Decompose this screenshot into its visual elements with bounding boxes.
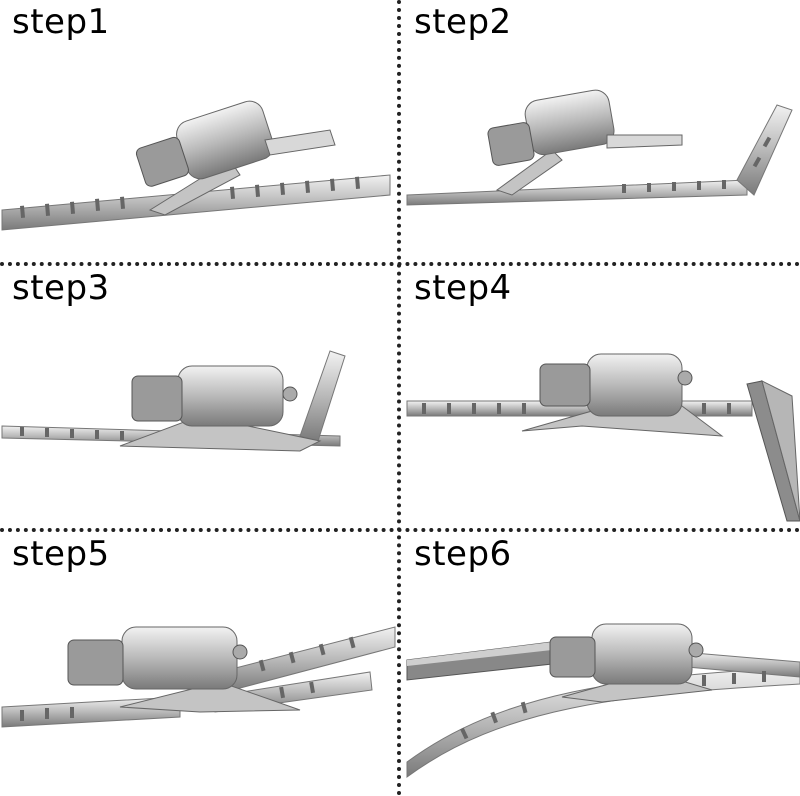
step6-label: step6: [414, 534, 512, 574]
step1-panel: step1: [0, 0, 398, 262]
step4-panel: step4: [402, 266, 800, 528]
step6-panel: step6: [402, 532, 800, 794]
step2-label: step2: [414, 2, 512, 42]
step1-clamp-illustration: [1, 100, 391, 231]
step4-clamp-illustration: [406, 353, 800, 522]
step3-label: step3: [12, 268, 110, 308]
vertical-divider: [397, 0, 401, 796]
step4-label: step4: [414, 268, 512, 308]
horizontal-divider-2: [0, 528, 800, 532]
step1-label: step1: [12, 2, 110, 42]
step2-panel: step2: [402, 0, 800, 262]
step5-clamp-illustration: [1, 626, 396, 728]
step2-clamp-illustration: [406, 89, 793, 206]
step5-label: step5: [12, 534, 110, 574]
horizontal-divider-1: [0, 262, 800, 266]
step3-panel: step3: [0, 266, 398, 528]
step5-panel: step5: [0, 532, 398, 794]
step3-clamp-illustration: [1, 350, 346, 452]
step6-clamp-illustration: [406, 623, 800, 778]
